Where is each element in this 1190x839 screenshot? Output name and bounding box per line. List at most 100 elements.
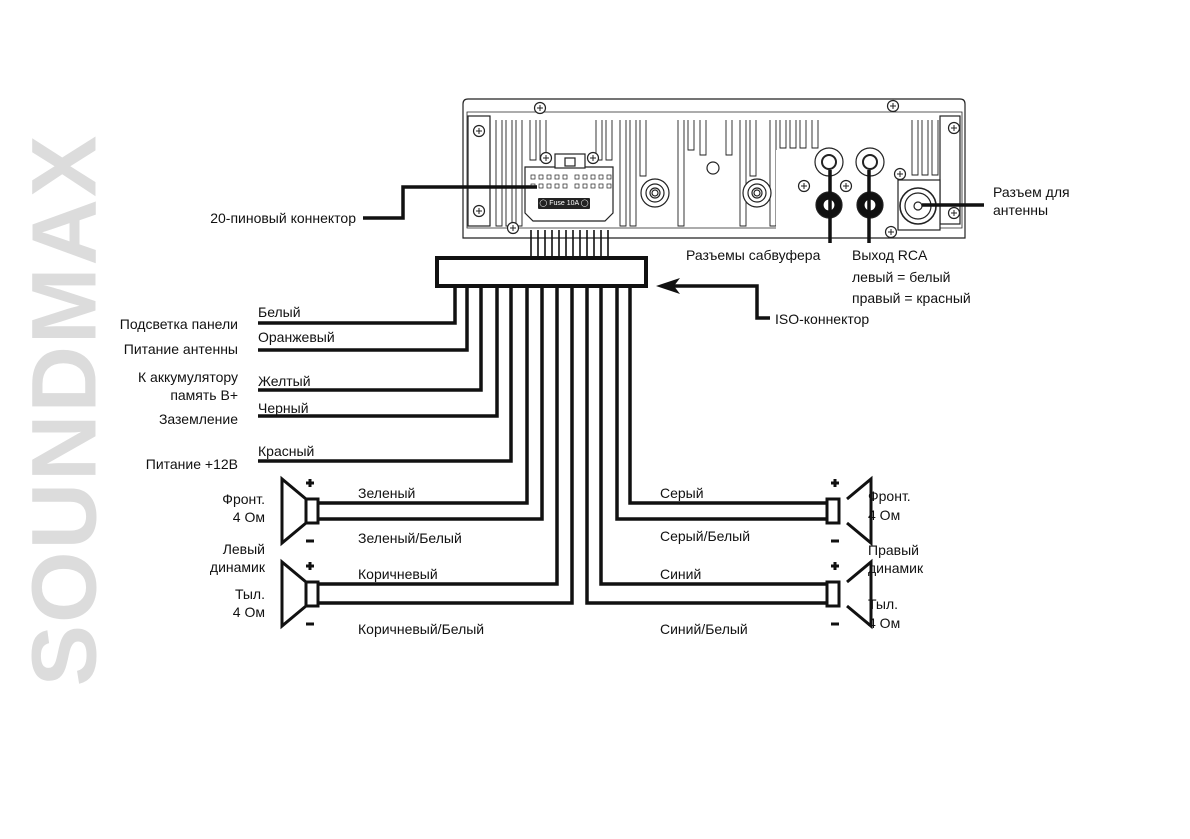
left-bracket [467,115,491,227]
right-group-label-2: динамик [868,560,924,576]
antenna-label-1: Разъем для [993,184,1070,200]
wire-color-orange: Оранжевый [258,329,335,345]
wire-orange [258,288,469,352]
center-hole [706,161,720,175]
function-label-backlight: Подсветка панели [119,316,238,332]
wire-color-blue: Синий [660,566,702,582]
heatsink-fin [911,120,919,176]
wire-color-green: Зеленый [358,485,416,501]
heatsink-fin [639,120,647,177]
screw-cross [801,183,807,189]
heatsink-fin [749,120,757,177]
fuse-label: ◯ Fuse 10A ◯ [538,198,590,209]
speaker-left-front [280,475,320,547]
wire-blue-white [585,288,827,605]
right-front-label-2: 4 Ом [868,507,901,523]
wire-black [258,288,499,418]
rca-label-1: Выход RCA [852,247,928,263]
screw-icon [651,189,659,197]
iso-arrow-icon [656,278,680,294]
function-label-battery-1: К аккумулятору [138,369,238,385]
speaker-magnet [304,497,320,525]
speaker-cone [846,558,873,630]
wire-color-gray-white: Серый/Белый [660,528,751,544]
connector-callout [363,185,537,220]
wire-color-white: Белый [258,304,301,320]
heatsink-fin [529,120,537,161]
wire-color-yellow: Желтый [258,373,311,389]
mount-left [640,178,670,208]
screw-cross [537,105,543,111]
wire-brown-white [318,288,574,605]
heatsink-fin [595,120,603,161]
heatsink-fin [505,120,513,227]
speaker-right-rear [825,558,873,630]
screw-cross [476,208,482,214]
wire-color-brown: Коричневый [358,566,438,582]
right-group-label-1: Правый [868,542,919,558]
connector-pin [582,174,588,180]
heatsink-fin [687,120,695,151]
connector-pin [590,183,596,189]
speaker-cone [280,475,307,547]
left-rear-label-1: Тыл. [234,586,265,602]
screw-cross [476,128,482,134]
connector-pin [598,183,604,189]
wire-white [258,288,457,325]
speakers [280,475,873,630]
speaker-magnet [825,497,841,525]
plus-icon [831,479,839,487]
heatsink-fin [799,120,807,149]
mount-right [742,178,772,208]
plus-icon [306,479,314,487]
connector-pin [574,174,580,180]
pin-connector [524,153,614,222]
heatsink-fins [495,120,939,227]
connector-pin [606,183,612,189]
heatsink-fin [699,120,707,156]
speaker-cone [846,475,873,547]
screw-cross [888,229,894,235]
screw-cross [897,171,903,177]
wire-color-brown-white: Коричневый/Белый [358,621,485,637]
left-front-label-1: Фронт. [222,491,265,507]
heatsink-fin [677,120,685,227]
head-unit [462,98,966,239]
heatsink-fin [789,120,797,149]
wire-color-red: Красный [258,443,315,459]
heatsink-fin [619,120,627,227]
heatsink-fin [769,120,777,227]
connector-pin [598,174,604,180]
connector-pin [574,183,580,189]
rca-white-sockets [814,147,885,177]
connector-pin [562,174,568,180]
wire-gray [628,288,827,505]
connector-pin [538,174,544,180]
rca-label-2: левый = белый [852,269,951,285]
heatsink-fin [779,120,787,149]
function-label-12v: Питание +12В [145,456,238,472]
speaker-left-rear [280,558,320,630]
heatsink-fin [629,120,637,227]
callout-lines [363,170,984,320]
screw-cross [543,155,549,161]
left-group-label-2: динамик [209,559,265,575]
speaker-cone [280,558,307,630]
right-rear-label-2: 4 Ом [868,615,901,631]
connector-pin [554,174,560,180]
wire-red [258,288,513,463]
connector-pin [562,183,568,189]
function-label-antenna-power: Питание антенны [123,341,238,357]
head-unit-inner [466,111,963,229]
heatsink-fin [739,120,747,227]
speaker-magnet [825,580,841,608]
connector-pin [530,174,536,180]
connector-pin [606,174,612,180]
wire-color-green-white: Зеленый/Белый [358,530,462,546]
connector-pin [590,174,596,180]
wire-color-gray: Серый [660,485,704,501]
wire-color-blue-white: Синий/Белый [660,621,748,637]
heatsink-fin [921,120,929,176]
head-unit-outline [462,98,966,239]
